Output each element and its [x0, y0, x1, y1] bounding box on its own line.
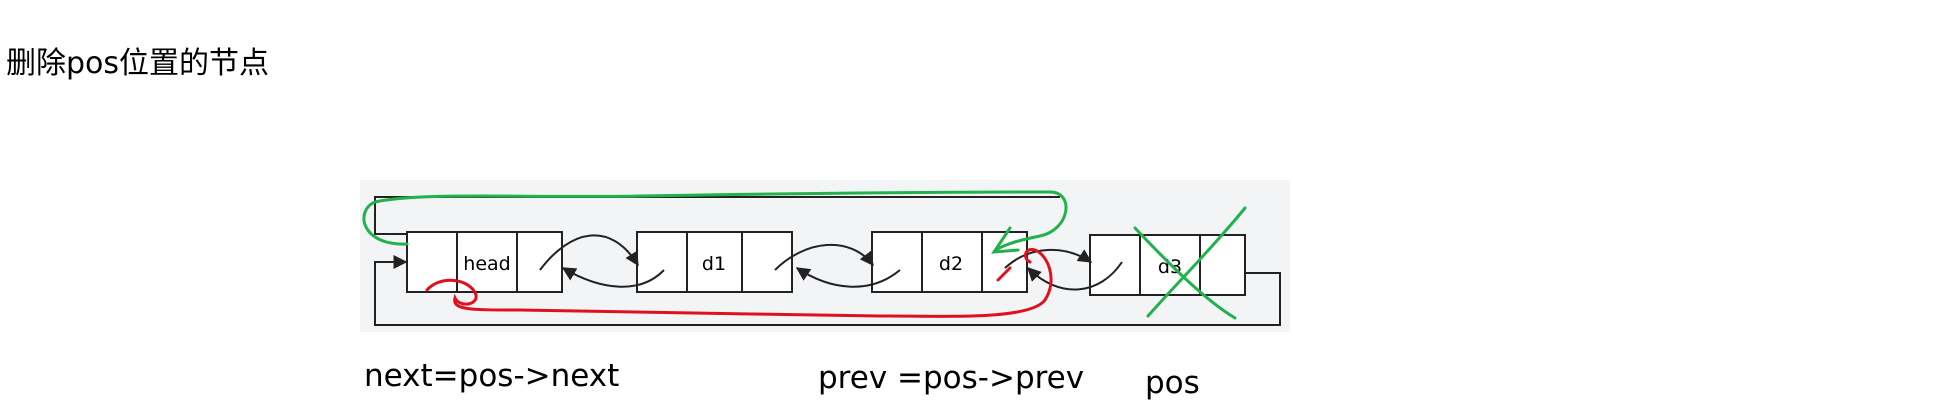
page-title: 删除pos位置的节点	[6, 46, 270, 81]
node-d1	[636, 231, 793, 293]
node-label-d1: d1	[702, 253, 726, 275]
caption-prev: prev =pos->prev	[818, 360, 1085, 396]
original-links	[374, 196, 1281, 326]
node-label-d2: d2	[939, 253, 963, 275]
node-label-head: head	[463, 253, 510, 275]
caption-next: next=pos->next	[364, 358, 620, 394]
deleted-node-mark	[1133, 206, 1247, 320]
caption-pos: pos	[1145, 365, 1200, 401]
node-label-d3: d3	[1158, 256, 1182, 278]
new-next-link	[362, 190, 1068, 254]
node-d3	[1089, 234, 1246, 296]
new-prev-link	[425, 248, 1053, 318]
